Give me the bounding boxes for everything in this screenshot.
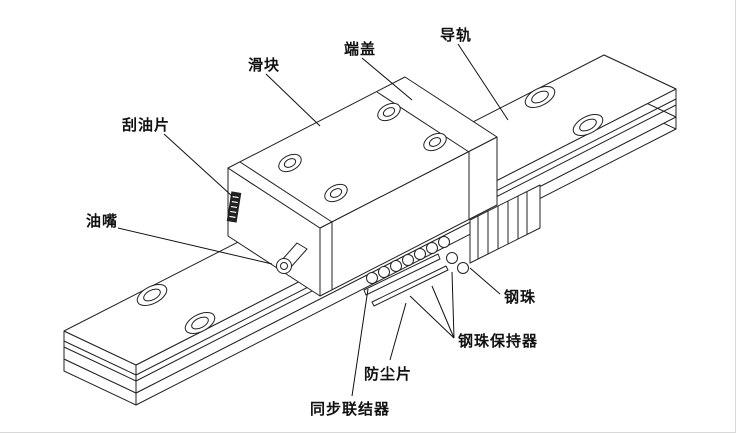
rail-bolt-hole-inner: [191, 316, 209, 330]
rail-bolt-holes: [136, 86, 604, 334]
leader-steel-ball: [469, 267, 501, 295]
leader-end-cap: [361, 57, 413, 101]
rail-groove-line: [63, 340, 137, 376]
steel-ball-shape: [457, 262, 469, 274]
steel-ball-shape: [366, 272, 378, 284]
steel-ball-shape: [390, 260, 402, 272]
block-hole-inner: [329, 188, 343, 198]
leader-ball-retainer: [451, 271, 455, 339]
leader-sync-connector: [351, 288, 369, 397]
grease-nipple: [276, 242, 308, 274]
leader-oil-scraper: [163, 133, 233, 197]
steel-ball-shape: [402, 254, 414, 266]
rail-bolt-hole-inner: [579, 118, 597, 132]
dust-plate-strip: [371, 265, 449, 307]
label-end-cap: 端盖: [344, 41, 377, 58]
scraper-seam-top: [239, 161, 333, 223]
leader-lines: [117, 43, 509, 397]
rail-bolt-hole-inner: [531, 90, 549, 104]
steel-ball-shape: [446, 252, 458, 264]
steel-ball-shape: [378, 266, 390, 278]
rail-groove-line: [63, 346, 137, 382]
brand-marking: [226, 191, 242, 223]
slider-block-drawing: [226, 76, 498, 297]
nipple-tip: [280, 262, 288, 270]
leader-ball-retainer: [409, 295, 455, 339]
label-oil-nipple: 油嘴: [86, 213, 119, 230]
ball-row-drawing: [363, 236, 450, 307]
label-dust-plate: 防尘片: [364, 366, 413, 383]
label-steel-ball: 钢珠: [504, 289, 537, 306]
steel-ball-shape: [438, 236, 450, 248]
label-sync-connector: 同步联结器: [310, 401, 391, 418]
label-ball-retainer: 钢珠保持器: [458, 333, 539, 350]
rail-bolt-hole-inner: [143, 288, 161, 302]
label-oil-scraper: 刮油片: [122, 117, 171, 134]
leader-ball-retainer: [431, 285, 455, 339]
leader-oil-nipple: [117, 227, 273, 265]
block-hole-inner: [283, 158, 297, 168]
steel-ball-shape: [414, 248, 426, 260]
label-guide-rail: 导轨: [440, 27, 473, 44]
block-top-face: [227, 76, 498, 229]
endcap-seam-top: [376, 91, 470, 153]
label-slider-block: 滑块: [248, 57, 281, 74]
steel-ball-shape: [426, 242, 438, 254]
block-hole-inner: [428, 137, 442, 147]
leader-slider-block: [265, 73, 321, 127]
ball-retainer-strip: [363, 253, 441, 296]
block-mounting-holes: [278, 102, 447, 203]
end-cap-retainer-drawing: [446, 184, 541, 274]
leader-dust-plate: [389, 302, 407, 361]
block-hole-inner: [382, 107, 396, 117]
leader-guide-rail: [457, 43, 509, 121]
